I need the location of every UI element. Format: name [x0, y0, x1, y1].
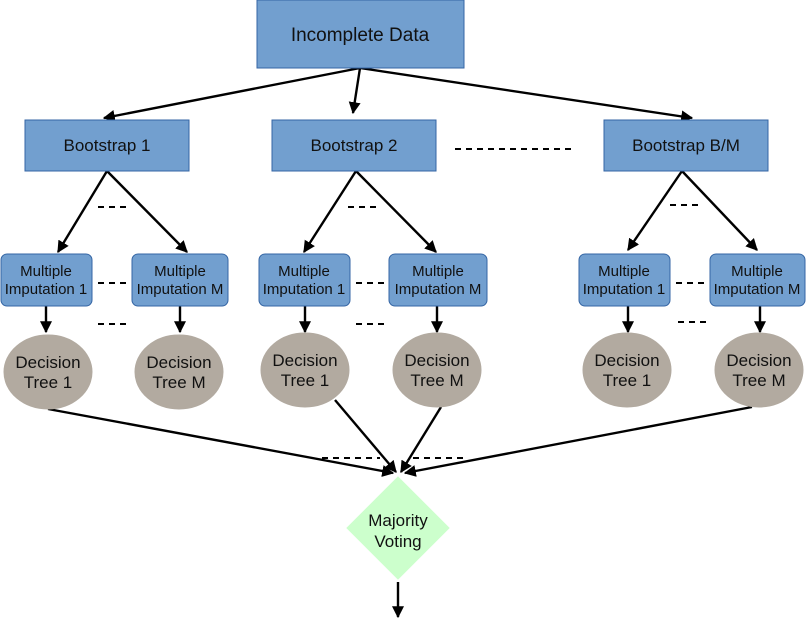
edge-b1-impm: [106, 170, 188, 253]
imputation-label-line2: Imputation 1: [263, 281, 346, 298]
tree-label-line2: Tree 1: [281, 371, 330, 390]
ellipsis-marks: [98, 148, 710, 459]
bootstrap-label-bm: Bootstrap B/M: [632, 136, 740, 155]
tree-label-line2: Tree 1: [603, 371, 652, 390]
imputation-label-line1: Multiple: [20, 263, 72, 280]
decision-tree-node-cm: Decision Tree M: [714, 332, 804, 408]
imputation-label-line1: Multiple: [731, 263, 783, 280]
edge-tree-a1-vote: [47, 407, 395, 477]
imputation-label-line1: Multiple: [154, 263, 206, 280]
tree-label-line2: Tree 1: [24, 373, 73, 392]
imputation-label-line2: Imputation M: [395, 281, 482, 298]
tree-label-line1: Decision: [594, 351, 659, 370]
imputation-node-b1: Multiple Imputation 1: [258, 253, 351, 307]
imputation-node-cm: Multiple Imputation M: [709, 253, 806, 307]
voting-label-line1: Majority: [368, 511, 428, 530]
decision-tree-node-am: Decision Tree M: [134, 334, 224, 410]
decision-tree-node-c1: Decision Tree 1: [582, 332, 672, 408]
imputation-label-line1: Multiple: [412, 263, 464, 280]
bootstrap-node-bm: Bootstrap B/M: [603, 119, 769, 172]
edge-bm-imp1: [627, 170, 683, 251]
edge-root-bootstrap-bm: [359, 66, 694, 123]
edge-b1-imp1: [56, 170, 109, 254]
edge-b2-imp1: [302, 170, 358, 254]
incomplete-data-label: Incomplete Data: [291, 25, 430, 46]
imputation-node-bm: Multiple Imputation M: [388, 253, 488, 307]
tree-label-line1: Decision: [15, 353, 80, 372]
bootstrap-label-2: Bootstrap 2: [311, 136, 398, 155]
imputation-label-line1: Multiple: [598, 263, 650, 280]
edge-root-bootstrap-1: [102, 66, 361, 122]
tree-label-line1: Decision: [146, 353, 211, 372]
bootstrap-label-1: Bootstrap 1: [64, 136, 151, 155]
edge-tree-cm-vote: [403, 405, 753, 477]
majority-voting-node: Majority Voting: [346, 476, 450, 580]
tree-label-line1: Decision: [272, 351, 337, 370]
tree-label-line1: Decision: [404, 351, 469, 370]
imputation-label-line2: Imputation M: [714, 281, 801, 298]
imputation-label-line2: Imputation 1: [583, 281, 666, 298]
tree-label-line1: Decision: [726, 351, 791, 370]
decision-tree-node-a1: Decision Tree 1: [3, 334, 93, 410]
edge-tree-bm-vote: [399, 406, 443, 474]
incomplete-data-node: Incomplete Data: [256, 0, 465, 69]
imputation-label-line2: Imputation 1: [5, 281, 88, 298]
edge-tree-b1-vote: [334, 399, 397, 473]
imputation-node-am: Multiple Imputation M: [131, 253, 229, 307]
imputation-label-line2: Imputation M: [137, 281, 224, 298]
imputation-node-a1: Multiple Imputation 1: [0, 253, 93, 307]
decision-tree-node-b1: Decision Tree 1: [260, 332, 350, 408]
edge-bm-impm: [681, 170, 758, 251]
imputation-label-line1: Multiple: [278, 263, 330, 280]
edge-b2-impm: [355, 170, 437, 253]
bootstrap-node-1: Bootstrap 1: [24, 119, 190, 172]
decision-tree-node-bm: Decision Tree M: [392, 332, 482, 408]
edge-root-bootstrap-2: [348, 67, 362, 115]
edges: [40, 66, 766, 619]
imputation-node-c1: Multiple Imputation 1: [578, 253, 671, 307]
voting-label-line2: Voting: [374, 532, 421, 551]
bootstrap-node-2: Bootstrap 2: [271, 119, 437, 172]
tree-label-line2: Tree M: [152, 373, 205, 392]
tree-label-line2: Tree M: [410, 371, 463, 390]
tree-label-line2: Tree M: [732, 371, 785, 390]
